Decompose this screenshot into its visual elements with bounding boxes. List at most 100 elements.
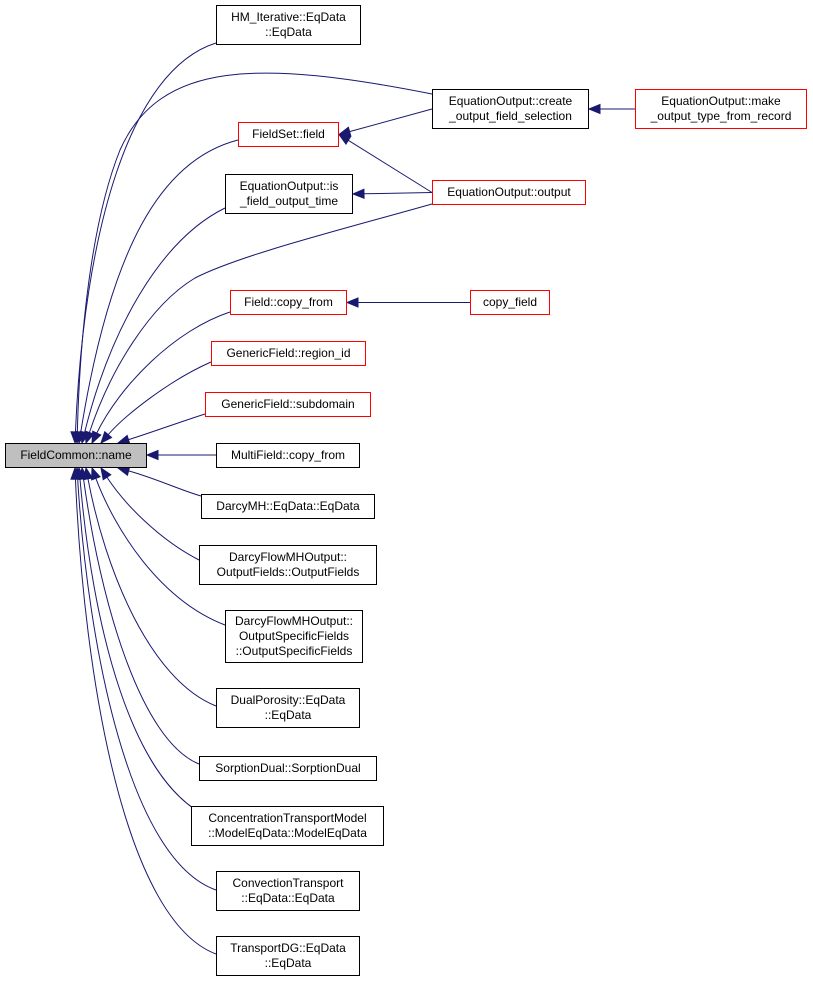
edge-line: [83, 207, 226, 434]
edge-line: [348, 108, 433, 133]
node-label-line: _field_output_time: [239, 194, 339, 208]
edge-copy-field-to-field-copy-from: [345, 297, 470, 308]
edge-eo-output-to-fieldset-field: [337, 133, 433, 193]
edge-line: [347, 139, 433, 193]
edge-sorptiondual-to-fieldcommon-name: [78, 466, 200, 765]
edge-line: [74, 477, 217, 955]
node-label-line: TransportDG::EqData: [230, 941, 346, 955]
edge-arrowhead: [345, 297, 359, 308]
node-equationoutput-output[interactable]: EquationOutput::output: [432, 180, 586, 205]
node-darcyflowmhoutput-outputspecificfields[interactable]: DarcyFlowMHOutput::OutputSpecificFields:…: [225, 610, 363, 663]
edge-transportdg-to-fieldcommon-name: [70, 466, 217, 955]
edge-arrowhead: [587, 103, 601, 115]
node-darcyflowmhoutput-outputfields[interactable]: DarcyFlowMHOutput::OutputFields::OutputF…: [199, 545, 377, 585]
node-label-line: ::EqData: [265, 25, 312, 39]
node-label-line: ::EqData: [264, 956, 312, 970]
edge-arrowhead: [91, 466, 101, 481]
node-label-line: FieldCommon::name: [20, 448, 132, 462]
edge-arrowhead: [337, 133, 352, 146]
edge-eo-is-time-to-fieldcommon-name: [79, 207, 226, 445]
node-label-line: ::ModelEqData::ModelEqData: [208, 826, 367, 840]
node-label-line: ConcentrationTransportModel: [208, 811, 367, 825]
node-genericfield-region-id[interactable]: GenericField::region_id: [211, 341, 366, 366]
node-concentrationtransportmodel-modeleqdata[interactable]: ConcentrationTransportModel::ModelEqData…: [191, 806, 384, 846]
node-darcymh-eqdata[interactable]: DarcyMH::EqData::EqData: [201, 494, 375, 519]
node-label-line: HM_Iterative::EqData: [231, 10, 346, 24]
edge-mf-copy-to-fieldcommon-name: [145, 449, 217, 461]
node-label-line: _output_field_selection: [449, 109, 572, 123]
edge-line: [105, 476, 200, 561]
node-label-line: DarcyFlowMHOutput::: [234, 614, 354, 628]
edge-line: [127, 413, 206, 441]
edge-arrowhead: [145, 449, 159, 461]
edge-line: [362, 192, 433, 195]
node-label-line: OutputSpecificFields: [238, 629, 350, 643]
node-copy-field[interactable]: copy_field: [470, 290, 550, 315]
node-equationoutput-create-output-field-selection[interactable]: EquationOutput::create_output_field_sele…: [432, 89, 589, 129]
edge-arrowhead: [100, 430, 113, 445]
edge-eo-create-to-fieldset-field: [337, 108, 433, 137]
node-equationoutput-make-output-type-from-record[interactable]: EquationOutput::make_output_type_from_re…: [635, 89, 807, 129]
edge-eo-output-to-fieldcommon-name: [84, 203, 433, 445]
node-label-line: GenericField::subdomain: [221, 397, 355, 411]
edge-dfmo-specific-to-fieldcommon-name: [91, 466, 226, 626]
edge-line: [77, 477, 217, 891]
edge-eo-output-to-eo-is-time: [351, 188, 433, 200]
node-transportdg-eqdata[interactable]: TransportDG::EqData::EqData: [216, 936, 360, 976]
edge-line: [95, 477, 226, 626]
edge-line: [74, 42, 217, 434]
edge-line: [82, 477, 200, 765]
node-label-line: EquationOutput::is: [239, 179, 339, 193]
node-label-line: Field::copy_from: [244, 295, 333, 309]
node-field-copy-from[interactable]: Field::copy_from: [230, 290, 347, 315]
edge-field-copy-from-to-fieldcommon-name: [91, 311, 231, 445]
node-fieldset-field[interactable]: FieldSet::field: [238, 122, 339, 147]
node-multifield-copy-from[interactable]: MultiField::copy_from: [216, 443, 360, 468]
edge-line: [76, 72, 433, 434]
edge-gf-subdomain-to-fieldcommon-name: [116, 413, 206, 445]
node-label-line: EquationOutput::output: [447, 185, 571, 199]
node-label-line: EquationOutput::make: [661, 94, 781, 108]
node-label-line: FieldSet::field: [252, 127, 325, 141]
edge-line: [95, 311, 231, 435]
edge-line: [79, 477, 217, 821]
edge-dfmo-fields-to-fieldcommon-name: [100, 466, 200, 561]
edge-line: [88, 203, 433, 434]
node-label-line: SorptionDual::SorptionDual: [215, 761, 361, 775]
node-fieldcommon-name[interactable]: FieldCommon::name: [5, 443, 147, 468]
edge-line: [87, 477, 217, 707]
edge-line: [80, 139, 239, 434]
node-label-line: ::EqData::EqData: [241, 891, 335, 905]
node-label-line: GenericField::region_id: [226, 346, 351, 360]
node-label-line: _output_type_from_record: [650, 109, 792, 123]
edge-eo-make-to-eo-create: [587, 103, 635, 115]
edge-arrowhead: [100, 466, 112, 481]
edge-line: [127, 470, 202, 497]
node-dualporosity-eqdata[interactable]: DualPorosity::EqData::EqData: [216, 688, 360, 728]
node-label-line: DarcyMH::EqData::EqData: [216, 499, 360, 513]
node-label-line: EquationOutput::create: [448, 94, 573, 108]
edge-line: [107, 361, 212, 436]
node-label-line: copy_field: [482, 295, 538, 309]
edge-arrowhead: [91, 430, 102, 445]
node-label-line: MultiField::copy_from: [230, 448, 346, 462]
edge-hm-iterative-to-fieldcommon-name: [70, 42, 217, 445]
node-label-line: ::OutputSpecificFields: [235, 644, 353, 658]
edge-arrowhead: [70, 466, 81, 480]
node-hm-iterative-eqdata[interactable]: HM_Iterative::EqData::EqData: [216, 5, 361, 45]
node-label-line: DualPorosity::EqData: [230, 693, 346, 707]
node-genericfield-subdomain[interactable]: GenericField::subdomain: [205, 392, 371, 417]
edge-arrowhead: [351, 188, 365, 200]
node-convectiontransport-eqdata[interactable]: ConvectionTransport::EqData::EqData: [216, 871, 360, 911]
node-label-line: ConvectionTransport: [232, 876, 344, 890]
node-label-line: OutputFields::OutputFields: [216, 565, 360, 579]
node-equationoutput-is-field-output-time[interactable]: EquationOutput::is_field_output_time: [225, 174, 353, 214]
edge-gf-region-to-fieldcommon-name: [100, 361, 212, 445]
node-label-line: ::EqData: [264, 708, 312, 722]
edge-darcymh-to-fieldcommon-name: [116, 465, 202, 497]
node-sorptiondual[interactable]: SorptionDual::SorptionDual: [199, 756, 377, 781]
edge-arrowhead: [84, 430, 95, 445]
node-label-line: DarcyFlowMHOutput::: [228, 550, 348, 564]
